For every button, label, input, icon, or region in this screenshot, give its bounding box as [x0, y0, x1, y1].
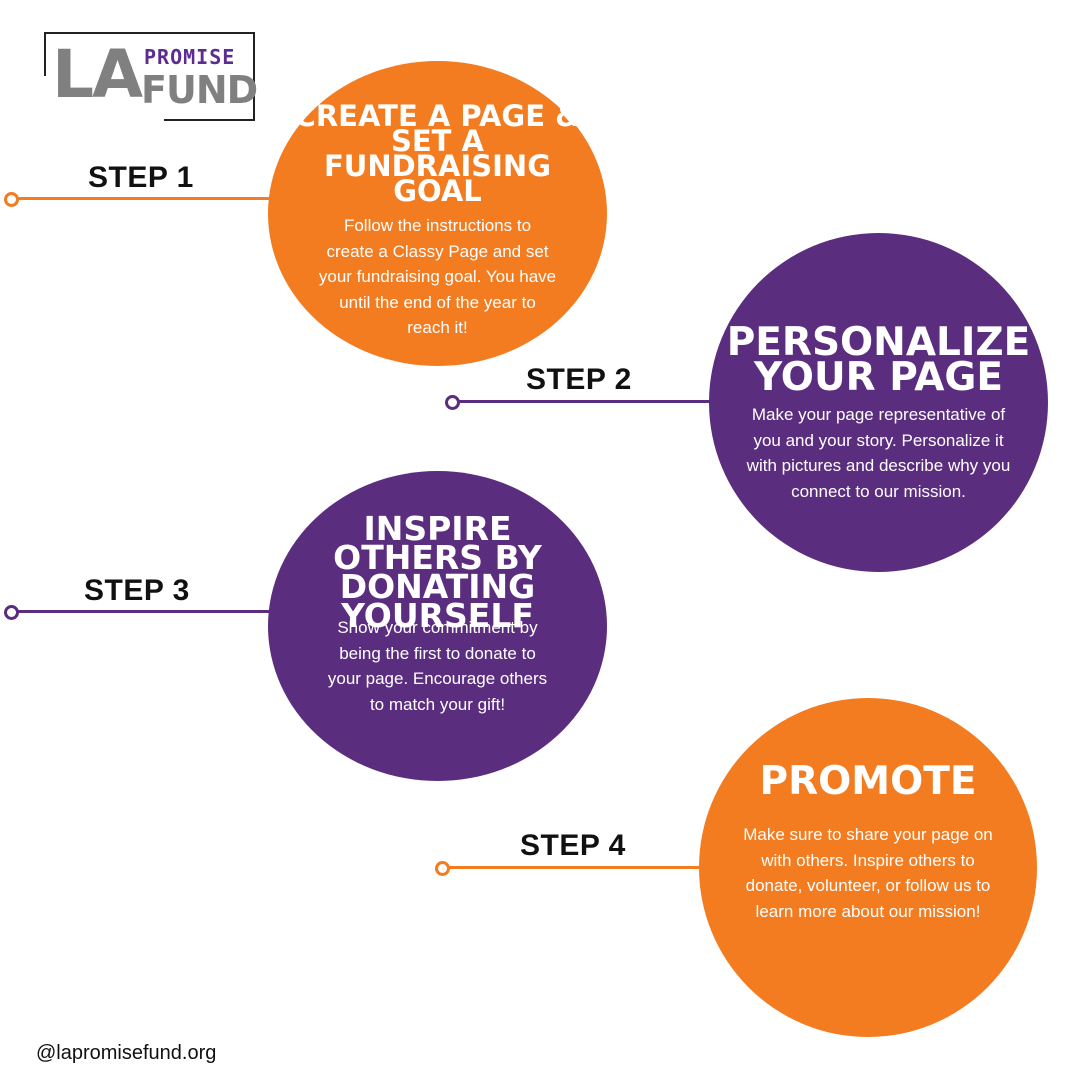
step-3-connector-line	[12, 610, 270, 613]
step-3-label: STEP 3	[84, 574, 190, 607]
step-2-description: Make your page representative of you and…	[746, 405, 1011, 501]
logo-frame-left	[44, 32, 46, 76]
logo-frame-top	[44, 32, 255, 34]
step-2-connector-dot	[445, 395, 460, 410]
logo-promise-text: PROMISE	[144, 45, 236, 69]
la-promise-fund-logo: LA PROMISE FUND	[44, 32, 258, 121]
social-handle: @lapromisefund.org	[36, 1042, 217, 1064]
logo-fund-text: FUND	[141, 68, 258, 112]
step-2-title: PERSONALIZE YOUR PAGE	[726, 320, 1031, 400]
step-1-title: CREATE A PAGE & SET A FUNDRAISING GOAL	[294, 99, 581, 208]
step-4-connector-line	[446, 866, 702, 869]
step-4-connector-dot	[435, 861, 450, 876]
step-4-title: PROMOTE	[759, 759, 977, 804]
step-3-connector-dot	[4, 605, 19, 620]
step-2-connector-line	[456, 400, 712, 403]
logo-la-text: LA	[52, 36, 143, 113]
logo-frame-bottom	[164, 119, 255, 121]
step-3-circle: INSPIRE OTHERS BY DONATING YOURSELF Show…	[268, 471, 607, 781]
step-3-description: Show your commitment by being the first …	[327, 618, 548, 714]
step-1-circle: CREATE A PAGE & SET A FUNDRAISING GOAL F…	[268, 61, 607, 366]
step-1-connector-dot	[4, 192, 19, 207]
logo-frame-right	[253, 32, 255, 121]
step-1-connector-line	[12, 197, 270, 200]
step-2-label: STEP 2	[526, 363, 632, 396]
step-1-description: Follow the instructions to create a Clas…	[318, 216, 557, 337]
step-4-circle: PROMOTE Make sure to share your page on …	[699, 698, 1037, 1037]
step-4-description: Make sure to share your page on with oth…	[743, 825, 993, 921]
step-3-title: INSPIRE OTHERS BY DONATING YOURSELF	[333, 509, 542, 635]
step-4-label: STEP 4	[520, 829, 626, 862]
step-2-circle: PERSONALIZE YOUR PAGE Make your page rep…	[709, 233, 1048, 572]
step-1-label: STEP 1	[88, 161, 194, 194]
